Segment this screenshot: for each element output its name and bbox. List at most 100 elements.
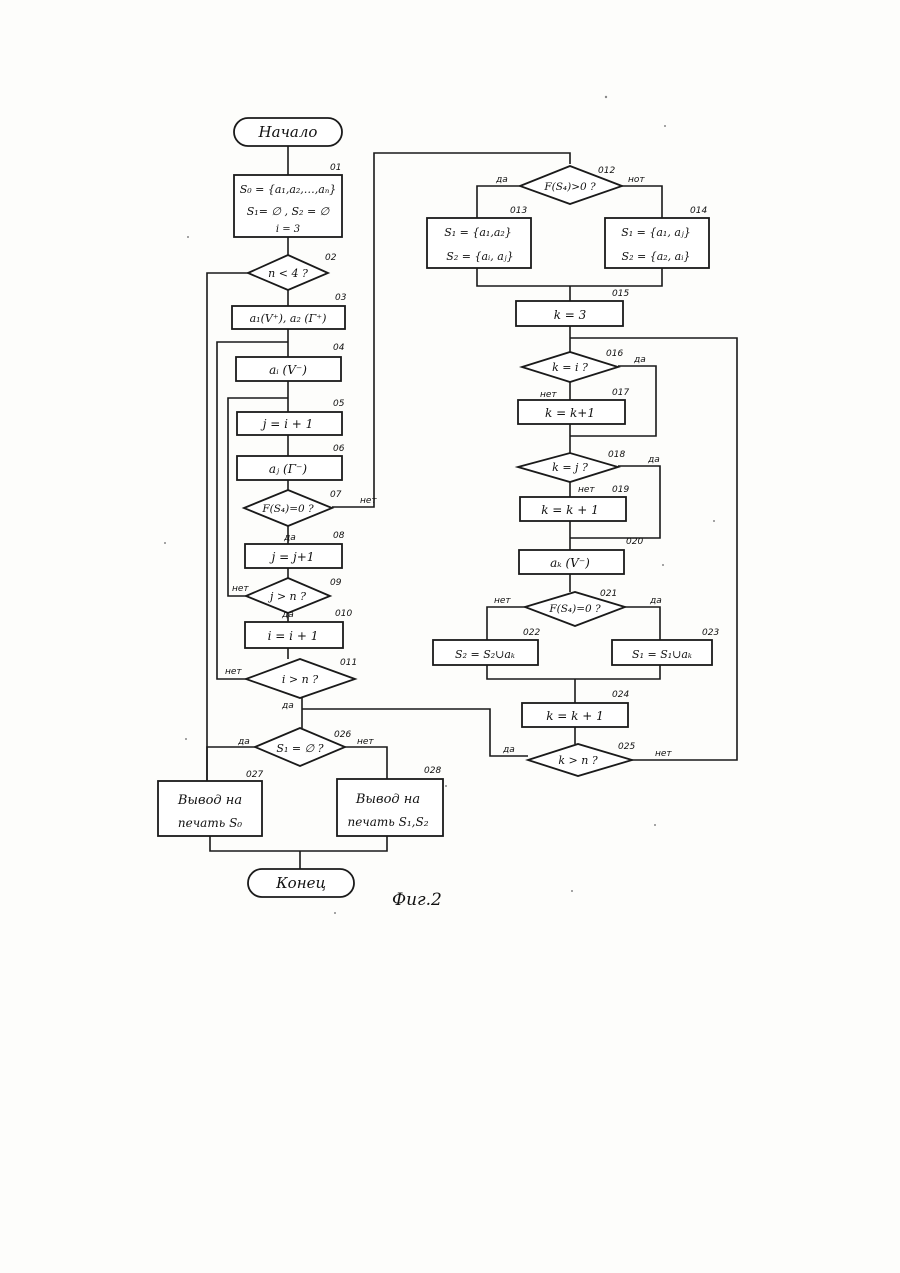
node-08-text: j = j+1 xyxy=(269,550,315,564)
label-16-no: нет xyxy=(540,390,557,400)
node-19: 019 k = k + 1 xyxy=(520,485,629,521)
label-26-yes: да xyxy=(237,737,250,747)
node-21: 021 F(S₄)=0 ? xyxy=(525,589,625,626)
node-02: 02 n < 4 ? xyxy=(248,253,337,290)
node-27: 027 Вывод на печать S₀ xyxy=(158,770,263,836)
node-15-text: k = 3 xyxy=(554,308,587,322)
node-20-text: aₖ (V⁻) xyxy=(550,556,590,570)
node-25: 025 k > n ? xyxy=(528,742,635,776)
label-25-yes: да xyxy=(502,745,515,755)
node-26-id: 026 xyxy=(334,730,351,740)
node-27-line-2: печать S₀ xyxy=(178,816,242,830)
node-19-id: 019 xyxy=(612,485,629,495)
node-17-text: k = k+1 xyxy=(545,406,595,420)
label-11-yes: да xyxy=(281,701,294,711)
node-04-text: aᵢ (V⁻) xyxy=(269,363,307,377)
node-14-line-1: S₁ = {a₁, aⱼ} xyxy=(621,226,691,239)
connectors-right xyxy=(477,186,737,760)
node-16: 016 k = i ? xyxy=(522,349,623,382)
node-20-id: 020 xyxy=(626,537,643,547)
node-22-id: 022 xyxy=(523,628,540,638)
node-18-id: 018 xyxy=(608,450,625,460)
label-07-yes: да xyxy=(283,533,296,543)
node-19-text: k = k + 1 xyxy=(541,503,599,517)
node-14-id: 014 xyxy=(690,206,707,216)
node-25-id: 025 xyxy=(618,742,635,752)
node-16-id: 016 xyxy=(606,349,623,359)
node-05-id: 05 xyxy=(333,399,345,409)
node-07-text: F(S₄)=0 ? xyxy=(261,503,314,515)
node-14-line-2: S₂ = {a₂, aᵢ} xyxy=(622,250,691,263)
node-end-text: Конец xyxy=(275,874,326,892)
node-09-id: 09 xyxy=(330,578,342,588)
label-21-yes: да xyxy=(649,596,662,606)
node-23-text: S₁ = S₁∪aₖ xyxy=(632,648,692,661)
node-27-line-1: Вывод на xyxy=(177,793,242,808)
label-12-no: нот xyxy=(628,175,645,185)
label-09-yes: да xyxy=(281,610,294,620)
node-06-id: 06 xyxy=(333,444,345,454)
node-14: 014 S₁ = {a₁, aⱼ} S₂ = {a₂, aᵢ} xyxy=(605,206,709,268)
node-end: Конец xyxy=(248,869,354,897)
node-13-line-1: S₁ = {a₁,a₂} xyxy=(444,226,512,239)
node-11: 011 i > n ? xyxy=(246,658,357,698)
node-17-id: 017 xyxy=(612,388,629,398)
label-16-yes: да xyxy=(633,355,646,365)
node-27-id: 027 xyxy=(246,770,263,780)
node-13-line-2: S₂ = {aᵢ, aⱼ} xyxy=(446,250,513,263)
node-18-text: k = j ? xyxy=(552,461,588,474)
node-22-text: S₂ = S₂∪aₖ xyxy=(455,648,515,661)
node-02-id: 02 xyxy=(325,253,337,263)
node-15: 015 k = 3 xyxy=(516,289,629,326)
node-16-text: k = i ? xyxy=(552,361,588,374)
node-02-text: n < 4 ? xyxy=(268,267,308,280)
node-12-text: F(S₄)>0 ? xyxy=(543,181,596,193)
label-18-yes: да xyxy=(647,455,660,465)
label-21-no: нет xyxy=(494,596,511,606)
node-05-text: j = i + 1 xyxy=(260,417,314,431)
node-05: 05 j = i + 1 xyxy=(237,399,345,435)
label-26-no: нет xyxy=(357,737,374,747)
node-12: 012 F(S₄)>0 ? xyxy=(520,166,622,204)
node-03-text: a₁(V⁺), a₂ (Γ⁺) xyxy=(250,312,327,325)
node-28-line-2: печать S₁,S₂ xyxy=(347,815,428,829)
node-20: 020 aₖ (V⁻) xyxy=(519,537,643,574)
node-13-id: 013 xyxy=(510,206,527,216)
node-23: 023 S₁ = S₁∪aₖ xyxy=(612,628,719,665)
node-26-text: S₁ = ∅ ? xyxy=(276,742,323,755)
node-01-id: 01 xyxy=(330,163,341,173)
label-25-no: нет xyxy=(655,749,672,759)
node-24-text: k = k + 1 xyxy=(546,709,604,723)
node-18: 018 k = j ? xyxy=(518,450,625,482)
node-03-id: 03 xyxy=(335,293,347,303)
node-28: 028 Вывод на печать S₁,S₂ xyxy=(337,766,443,836)
node-28-id: 028 xyxy=(424,766,441,776)
node-10-text: i = i + 1 xyxy=(268,629,319,643)
label-18-no: нет xyxy=(578,485,595,495)
node-08-id: 08 xyxy=(333,531,345,541)
node-11-id: 011 xyxy=(340,658,357,668)
node-start-text: Начало xyxy=(258,123,318,141)
node-09: 09 j > n ? xyxy=(246,578,342,613)
node-01-line-2: S₁= ∅ , S₂ = ∅ xyxy=(247,205,330,218)
node-start: Начало xyxy=(234,118,342,146)
node-04: 04 aᵢ (V⁻) xyxy=(236,343,345,381)
node-07: 07 F(S₄)=0 ? xyxy=(244,490,342,526)
node-21-id: 021 xyxy=(600,589,617,599)
node-01: 01 S₀ = {a₁,a₂,…,aₙ} S₁= ∅ , S₂ = ∅ i = … xyxy=(234,163,342,237)
node-09-text: j > n ? xyxy=(267,590,306,603)
node-15-id: 015 xyxy=(612,289,629,299)
node-13: 013 S₁ = {a₁,a₂} S₂ = {aᵢ, aⱼ} xyxy=(427,206,531,268)
node-17: 017 k = k+1 xyxy=(518,388,629,424)
label-11-no: нет xyxy=(225,667,242,677)
node-26: 026 S₁ = ∅ ? xyxy=(255,728,351,766)
label-07-no: нет xyxy=(360,496,377,506)
node-25-text: k > n ? xyxy=(558,754,597,767)
node-21-text: F(S₄)=0 ? xyxy=(548,603,601,615)
node-07-id: 07 xyxy=(330,490,342,500)
node-28-line-1: Вывод на xyxy=(355,792,420,807)
node-03: 03 a₁(V⁺), a₂ (Γ⁺) xyxy=(232,293,347,329)
node-01-line-3: i = 3 xyxy=(276,224,300,235)
